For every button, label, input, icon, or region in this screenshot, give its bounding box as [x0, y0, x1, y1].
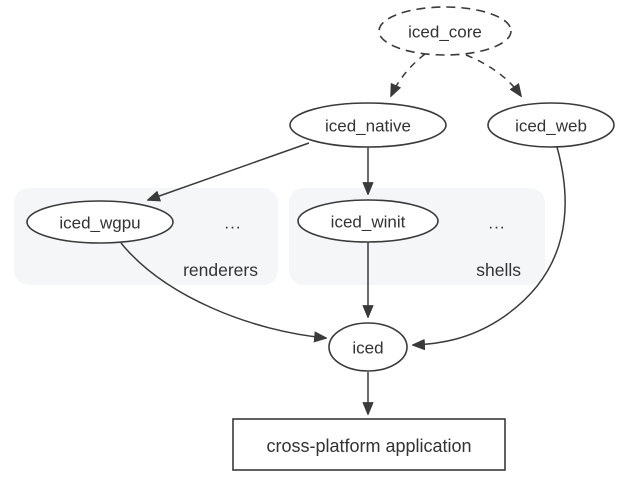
node-iced-web: iced_web [487, 102, 615, 148]
edge-iced-web-to-iced [413, 146, 566, 345]
edge-iced-wgpu-to-iced [120, 242, 326, 338]
iced-core-label: iced_core [408, 23, 482, 42]
node-iced-wgpu: iced_wgpu [26, 200, 174, 244]
iced-label: iced [352, 339, 383, 358]
shells-group-label: shells [476, 260, 521, 280]
renderers-group-label: renderers [183, 260, 258, 280]
iced-native-ellipse [289, 102, 447, 148]
edge-iced-core-to-iced-native [391, 53, 426, 96]
edge-iced-native-to-iced-wgpu [148, 142, 310, 200]
iced-winit-ellipse [297, 199, 439, 243]
iced-wgpu-label: iced_wgpu [59, 214, 140, 233]
node-iced-winit: iced_winit [297, 199, 439, 243]
iced-web-label: iced_web [515, 117, 587, 136]
application-label: cross-platform application [266, 436, 471, 456]
node-iced: iced [328, 322, 408, 372]
node-iced-native: iced_native [289, 102, 447, 148]
application-rect [232, 418, 506, 471]
iced-wgpu-ellipse [26, 200, 174, 244]
node-iced-core: iced_core [378, 6, 512, 56]
node-application: cross-platform application [232, 418, 506, 471]
iced-winit-label: iced_winit [331, 213, 406, 232]
iced-ellipse [328, 322, 408, 372]
shells-ellipsis: ... [488, 214, 505, 233]
renderers-ellipsis: ... [224, 214, 241, 233]
iced-core-ellipse [378, 6, 512, 56]
iced-native-label: iced_native [325, 117, 411, 136]
edge-iced-core-to-iced-web [465, 54, 521, 96]
iced-web-ellipse [487, 102, 615, 148]
